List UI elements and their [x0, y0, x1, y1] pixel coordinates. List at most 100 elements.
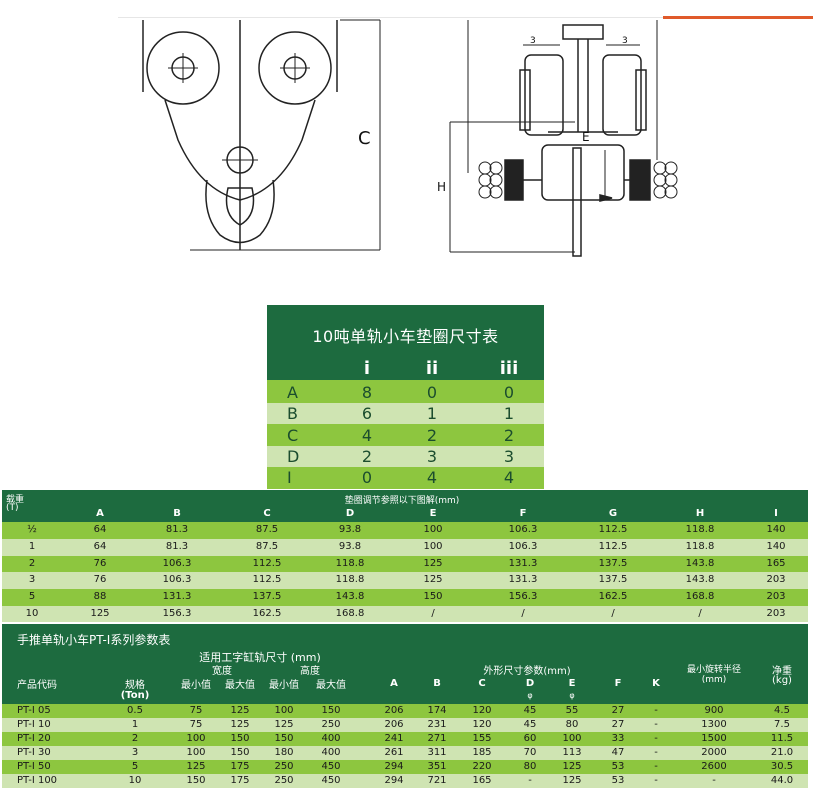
washer-row: I 0 4 4 — [267, 467, 544, 488]
spec-cell: 125 — [230, 719, 250, 730]
dim-col-c: C — [478, 678, 486, 689]
spec-cell: 175 — [230, 775, 250, 786]
outer-dim-header: 外形尺寸参数(mm) — [483, 666, 571, 677]
table-row: 5 88 131.3 137.5 143.8 150 156.3 162.5 1… — [2, 589, 808, 606]
washer-col-i: i — [363, 358, 371, 379]
height-header: 高度 — [300, 666, 320, 677]
adjust-cell: 112.5 — [598, 541, 628, 552]
adjust-cell: 156.3 — [162, 608, 192, 619]
dim-col-f: F — [614, 678, 622, 689]
washer-row-label: C — [287, 426, 299, 445]
dim-col-b: B — [433, 678, 441, 689]
spec-cell: 75 — [189, 719, 203, 730]
table-row: 10 125 156.3 162.5 168.8 / / / / 203 — [2, 606, 808, 622]
spec-cell: 1500 — [701, 733, 727, 744]
adjust-cell: 106.3 — [508, 524, 538, 535]
spec-parameter-table: 手推单轨小车PT-I系列参数表 适用工字缸轨尺寸 (mm) 宽度 高度 外形尺寸… — [2, 624, 808, 788]
washer-cell: 2 — [503, 426, 515, 445]
adjust-col-i: I — [774, 508, 778, 519]
washer-cell: 2 — [361, 447, 373, 466]
spec-cell: 33 — [611, 733, 625, 744]
spec-unit: (Ton) — [120, 690, 150, 701]
spec-cell: 250 — [321, 719, 341, 730]
adjust-cell: 88 — [93, 591, 107, 602]
adjust-cell: 131.3 — [508, 574, 538, 585]
spec-cell: 120 — [472, 705, 492, 716]
spec-cell: 45 — [523, 719, 537, 730]
spec-cell: 175 — [230, 761, 250, 772]
adjust-cell: 140 — [766, 541, 786, 552]
adjust-cell: 106.3 — [162, 558, 192, 569]
spec-cell: 351 — [427, 761, 447, 772]
spec-cell: 7.5 — [774, 719, 790, 730]
weight-unit: (kg) — [772, 675, 792, 686]
adjust-cell: 162.5 — [252, 608, 282, 619]
washer-row: A 8 0 0 — [267, 382, 544, 403]
table-row: 2 76 106.3 112.5 118.8 125 131.3 137.5 1… — [2, 556, 808, 572]
adjust-cell: 118.8 — [335, 574, 365, 585]
washer-size-table: 10吨单轨小车垫圈尺寸表 i ii iii A 8 0 0 B 6 1 1 C … — [267, 305, 544, 489]
spec-cell: 70 — [523, 747, 537, 758]
adjust-cell: 125 — [90, 608, 110, 619]
adjust-cell: 112.5 — [252, 574, 282, 585]
adjust-cell: 203 — [766, 608, 786, 619]
spec-cell: 60 — [523, 733, 537, 744]
spec-cell: 220 — [472, 761, 492, 772]
adjust-cell: 143.8 — [685, 558, 715, 569]
spec-cell: 0.5 — [127, 705, 143, 716]
spec-cell: 294 — [384, 775, 404, 786]
washer-row: C 4 2 2 — [267, 425, 544, 446]
spec-cell: 11.5 — [770, 733, 794, 744]
adjust-cell: 100 — [423, 524, 443, 535]
load-label: 载重 — [6, 495, 25, 505]
washer-table-title: 10吨单轨小车垫圈尺寸表 — [312, 327, 499, 346]
spec-cell: 125 — [562, 761, 582, 772]
washer-cell: 0 — [503, 383, 515, 402]
weight-header: 净重 — [772, 666, 792, 677]
width-min-header: 最小值 — [181, 680, 211, 691]
product-code-cell: PT-I 10 — [17, 719, 51, 730]
adjust-cell: 137.5 — [598, 574, 628, 585]
product-code-cell: PT-I 100 — [17, 775, 58, 786]
spec-cell: 165 — [472, 775, 492, 786]
spec-cell: 53 — [611, 775, 625, 786]
table-row: PT-I 50 5 125 175 250 450 294 351 220 80… — [2, 760, 808, 774]
washer-table-header: 10吨单轨小车垫圈尺寸表 i ii iii — [267, 305, 544, 380]
adjust-cell: 64 — [93, 541, 107, 552]
adjust-cell: 76 — [93, 574, 107, 585]
spec-cell: - — [654, 733, 658, 744]
washer-cell: 8 — [361, 383, 373, 402]
adjust-cell: 118.8 — [685, 541, 715, 552]
spec-cell: 2 — [131, 733, 139, 744]
spec-cell: 100 — [274, 705, 294, 716]
washer-cell: 3 — [503, 447, 515, 466]
load-cell: 10 — [25, 608, 39, 619]
washer-cell: 3 — [426, 447, 438, 466]
spec-cell: 250 — [274, 775, 294, 786]
spec-cell: 206 — [384, 719, 404, 730]
washer-cell: 4 — [426, 468, 438, 487]
washer-cell: 0 — [426, 383, 438, 402]
spec-cell: 241 — [384, 733, 404, 744]
spec-cell: 27 — [611, 719, 625, 730]
washer-row: D 2 3 3 — [267, 446, 544, 467]
table-row: ½ 64 81.3 87.5 93.8 100 106.3 112.5 118.… — [2, 522, 808, 539]
washer-adjust-table: 载重 (T) 垫圈调节参照以下图解(mm) A B C D E F G H I … — [2, 490, 808, 622]
adjust-cell: 137.5 — [252, 591, 282, 602]
adjust-col-g: G — [608, 508, 618, 519]
dimension-label-h: H — [437, 180, 447, 194]
table-row: PT-I 20 2 100 150 150 400 241 271 155 60… — [2, 732, 808, 746]
dimension-label-c: C — [358, 128, 371, 149]
spec-cell: 125 — [230, 705, 250, 716]
spec-cell: 155 — [472, 733, 492, 744]
spec-cell: 721 — [427, 775, 447, 786]
spec-cell: - — [654, 719, 658, 730]
adjust-cell: / — [521, 608, 525, 619]
washer-row-label: D — [287, 447, 300, 466]
load-cell: 2 — [28, 558, 36, 569]
spec-cell: 1300 — [701, 719, 727, 730]
spec-cell: 400 — [321, 747, 341, 758]
dimension-label-3-left: 3 — [530, 36, 536, 46]
adjust-cell: 203 — [766, 574, 786, 585]
adjust-cell: 125 — [423, 558, 443, 569]
